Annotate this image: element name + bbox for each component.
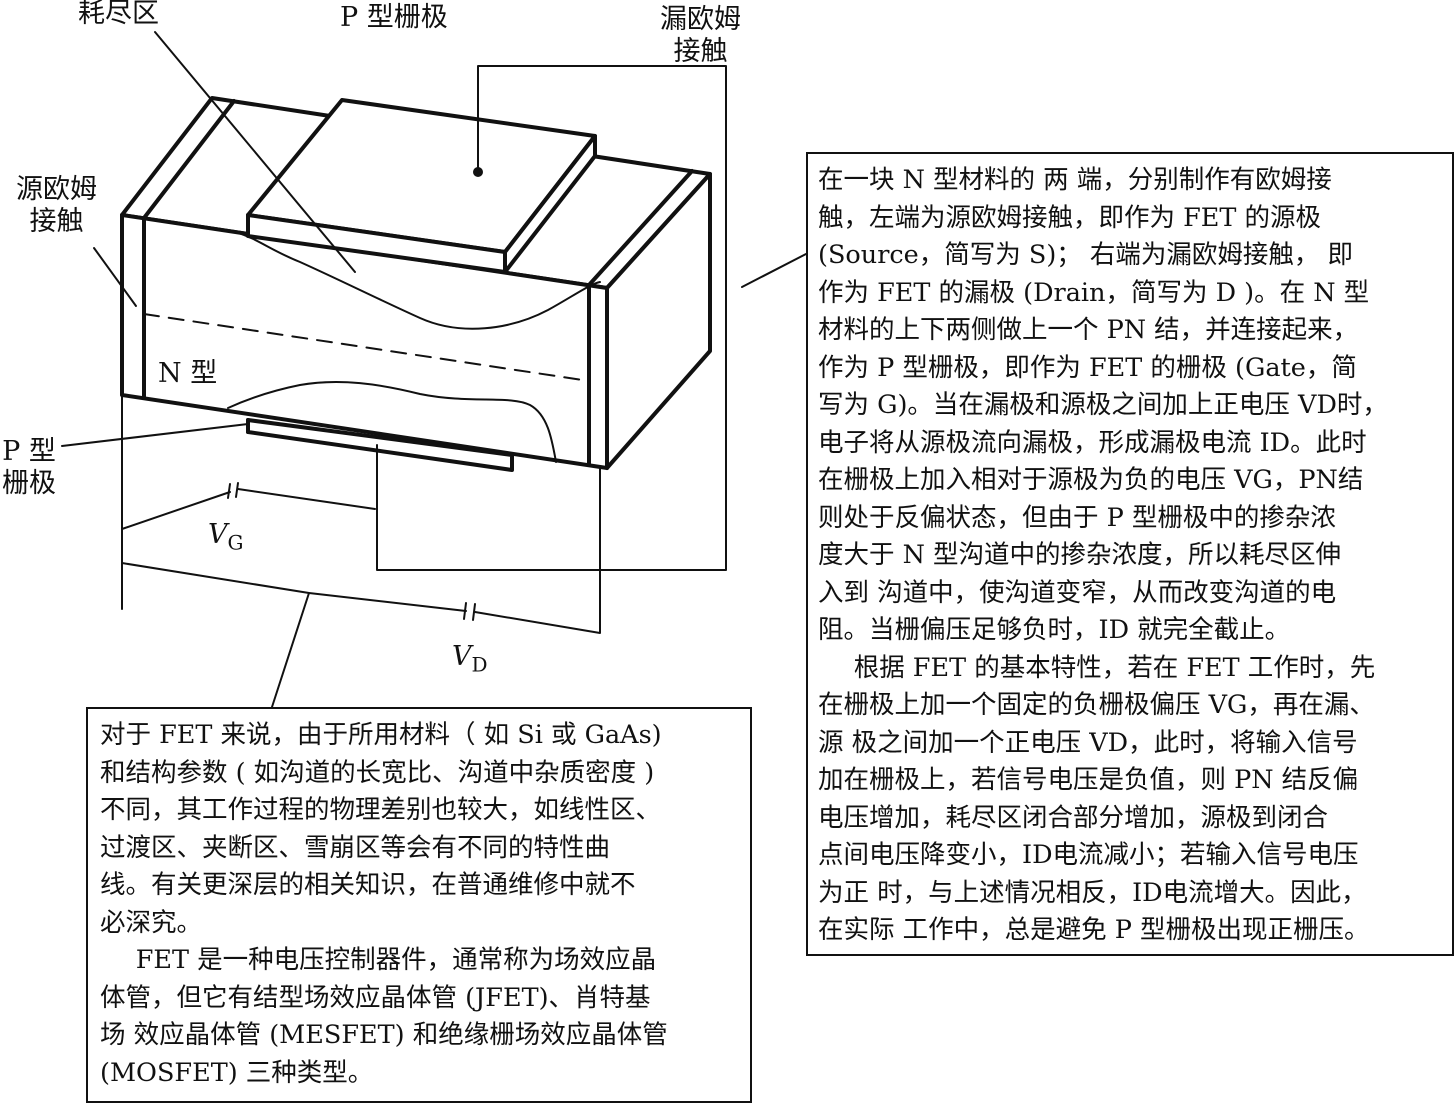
depletion-boundary-upper xyxy=(235,231,601,330)
text-line: 在栅极上加入相对于源极为负的电压 VG，PN结 xyxy=(818,465,1364,495)
label-n-type: N 型 xyxy=(158,358,218,389)
label-drain-contact-line1: 漏欧姆 xyxy=(660,4,741,35)
text-line: 触，左端为源欧姆接触，即作为 FET 的源极 xyxy=(818,202,1322,233)
text-line: 场 效应晶体管 (MESFET) 和绝缘栅场效应晶体管 xyxy=(100,1020,668,1050)
text-line: 源 极之间加一个正电压 VD，此时，将输入信号 xyxy=(818,727,1358,758)
leader-bottom-box xyxy=(271,592,310,708)
label-source-contact-line1: 源欧姆 xyxy=(16,174,97,205)
explanation-box-right: 在一块 N 型材料的 两 端，分别制作有欧姆接 触，左端为源欧姆接触，即作为 F… xyxy=(806,152,1454,956)
text-line: 必深究。 xyxy=(100,907,203,938)
label-p-gate-bottom-line1: P 型 xyxy=(2,436,56,467)
text-line: 为正 时，与上述情况相反，ID电流增大。因此， xyxy=(818,877,1367,908)
label-p-gate-bottom-line2: 栅极 xyxy=(2,468,56,499)
text-line: (MOSFET) 三种类型。 xyxy=(100,1057,374,1088)
label-vd-symbol: V xyxy=(452,641,472,672)
text-line: 体管，但它有结型场效应晶体管 (JFET)、肖特基 xyxy=(100,982,651,1013)
depletion-boundary-lower xyxy=(227,381,557,463)
text-line: 不同，其工作过程的物理差别也较大，如线性区、 xyxy=(100,795,662,825)
label-vg-symbol: V xyxy=(208,519,228,550)
right-box-para2: 根据 FET 的基本特性，若在 FET 工作时，先 在栅极上加一个固定的负栅极偏… xyxy=(818,650,1444,950)
text-line: 度大于 N 型沟道中的掺杂浓度，所以耗尽区伸 xyxy=(818,540,1342,570)
label-source-contact: 源欧姆 接触 xyxy=(16,174,97,238)
text-line: 电压增加，耗尽区闭合部分增加，源极到闭合 xyxy=(818,802,1329,833)
p-gate-top-right-face xyxy=(503,134,597,274)
text-line: 在栅极上加一个固定的负栅极偏压 VG，再在漏、 xyxy=(818,690,1375,720)
channel-centerline xyxy=(143,313,590,382)
text-line: 电子将从源极流向漏极，形成漏极电流 ID。此时 xyxy=(818,427,1367,458)
label-source-contact-line2: 接触 xyxy=(29,206,84,237)
text-line: 点间电压降变小，ID电流减小；若输入信号电压 xyxy=(818,840,1359,870)
label-vg: VG xyxy=(208,520,243,557)
text-line: 阻。当栅偏压足够负时，ID 就完全截止。 xyxy=(818,615,1291,645)
text-line: 入到 沟道中，使沟道变窄，从而改变沟道的电 xyxy=(818,577,1337,608)
text-line: 线。有关更深层的相关知识，在普通维修中就不 xyxy=(100,870,636,900)
text-line: 根据 FET 的基本特性，若在 FET 工作时，先 xyxy=(853,652,1376,683)
text-line: 写为 G)。当在漏极和源极之间加上正电压 VD时， xyxy=(818,390,1388,420)
text-line: 对于 FET 来说，由于所用材料（ 如 Si 或 GaAs) xyxy=(100,720,662,750)
label-drain-contact: 漏欧姆 接触 xyxy=(660,4,741,68)
label-depletion-region: 耗尽区 xyxy=(78,0,159,29)
leader-depletion xyxy=(154,31,356,273)
text-line: 在实际 工作中，总是避免 P 型栅极出现正栅压。 xyxy=(818,915,1370,945)
text-line: FET 是一种电压控制器件，通常称为场效应晶 xyxy=(135,945,657,975)
label-p-gate-top: P 型栅极 xyxy=(340,2,448,33)
text-line: (Source，简写为 S)； 右端为漏欧姆接触， 即 xyxy=(818,240,1353,270)
label-vg-sub: G xyxy=(227,530,244,555)
leader-source xyxy=(93,247,137,307)
label-p-gate-bottom: P 型 栅极 xyxy=(2,436,56,500)
text-line: 则处于反偏状态，但由于 P 型栅极中的掺杂浓 xyxy=(818,502,1336,533)
text-line: 和结构参数 ( 如沟道的长宽比、沟道中杂质密度 ) xyxy=(100,757,655,788)
text-line: 过渡区、夹断区、雪崩区等会有不同的特性曲 xyxy=(100,832,611,863)
label-drain-contact-line2: 接触 xyxy=(673,36,728,67)
text-line: 作为 FET 的漏极 (Drain，简写为 D )。在 N 型 xyxy=(818,277,1370,308)
label-vd-sub: D xyxy=(471,652,488,677)
text-line: 材料的上下两侧做上一个 PN 结，并连接起来， xyxy=(818,315,1359,345)
leader-right-box xyxy=(741,253,807,288)
right-box-para1: 在一块 N 型材料的 两 端，分别制作有欧姆接 触，左端为源欧姆接触，即作为 F… xyxy=(818,162,1444,650)
label-vd: VD xyxy=(452,642,488,679)
leader-p-gate-bottom xyxy=(61,423,249,447)
n-block-right-face xyxy=(605,172,712,470)
text-line: 加在栅极上，若信号电压是负值，则 PN 结反偏 xyxy=(818,765,1359,795)
explanation-box-bottom: 对于 FET 来说，由于所用材料（ 如 Si 或 GaAs) 和结构参数 ( 如… xyxy=(86,707,752,1103)
bottom-box-para2: FET 是一种电压控制器件，通常称为场效应晶 体管，但它有结型场效应晶体管 (J… xyxy=(100,942,742,1092)
text-line: 作为 P 型栅极，即作为 FET 的栅极 (Gate，简 xyxy=(818,352,1357,383)
bottom-box-para1: 对于 FET 来说，由于所用材料（ 如 Si 或 GaAs) 和结构参数 ( 如… xyxy=(100,717,742,942)
text-line: 在一块 N 型材料的 两 端，分别制作有欧姆接 xyxy=(818,165,1332,195)
